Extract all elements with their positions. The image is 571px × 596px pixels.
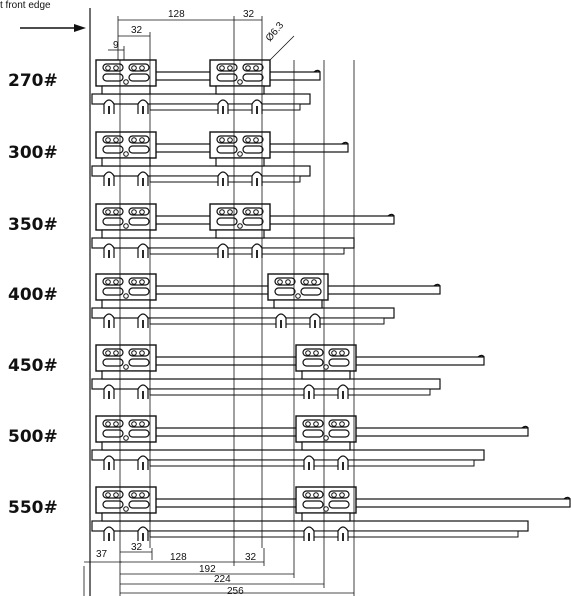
rear-bracket (295, 486, 357, 541)
dim-32-top: 32 (131, 25, 143, 36)
row-size-label: 450# (8, 356, 58, 376)
upper-rail (149, 215, 395, 225)
dim-9-top: 9 (113, 40, 119, 51)
front-bracket (95, 59, 157, 114)
row-size-label: 350# (8, 215, 58, 235)
dim-128-bottom: 128 (170, 552, 187, 563)
front-bracket (95, 486, 157, 541)
drawer-row: 550# (8, 486, 571, 541)
drawer-row: 500# (8, 415, 529, 470)
row-size-label: 270# (8, 71, 58, 91)
drawer-row: 350# (8, 203, 395, 258)
lower-rail (91, 165, 311, 177)
rear-bracket (295, 415, 357, 470)
rear-bracket (267, 273, 329, 328)
front-edge-arrow-head (74, 24, 86, 32)
dim-224: 224 (214, 574, 231, 585)
dim-128-top: 128 (168, 9, 185, 20)
lower-runner (149, 247, 345, 255)
drawer-row: 270# (8, 59, 321, 114)
front-edge-label: t front edge (0, 0, 51, 11)
dim-32b-bottom: 32 (245, 552, 257, 563)
dim-37: 37 (96, 549, 108, 560)
dim-256: 256 (227, 586, 244, 596)
upper-rail (149, 498, 571, 508)
row-size-label: 400# (8, 285, 58, 305)
dim-32b-top: 32 (243, 9, 255, 20)
drawer-row: 400# (8, 273, 441, 328)
dim-192: 192 (199, 564, 216, 575)
rear-bracket (209, 59, 271, 114)
drawer-row: 300# (8, 131, 349, 186)
front-bracket (95, 273, 157, 328)
lower-rail (91, 93, 311, 105)
drawer-row: 450# (8, 344, 485, 399)
lower-runner (149, 530, 519, 538)
row-size-label: 300# (8, 143, 58, 163)
drawer-rows: 270# 300# 350# 400# 450# 500# 550# (8, 59, 571, 548)
bottom-dimensions: 37 32 128 32 192 224 256 (84, 542, 355, 596)
lower-rail (91, 449, 485, 461)
lower-runner (149, 388, 431, 396)
front-bracket (95, 344, 157, 399)
rear-bracket (209, 131, 271, 186)
rear-bracket (209, 203, 271, 258)
front-bracket (95, 415, 157, 470)
top-dimensions: 128 32 32 9 Ø6.3 (108, 9, 295, 65)
lower-rail (91, 307, 395, 319)
row-size-label: 550# (8, 498, 58, 518)
row-size-label: 500# (8, 427, 58, 447)
front-bracket (95, 131, 157, 186)
front-bracket (95, 203, 157, 258)
lower-runner (149, 317, 385, 325)
hole-diameter-label: Ø6.3 (264, 20, 287, 44)
rear-bracket (295, 344, 357, 399)
dim-32-bottom: 32 (131, 542, 143, 553)
